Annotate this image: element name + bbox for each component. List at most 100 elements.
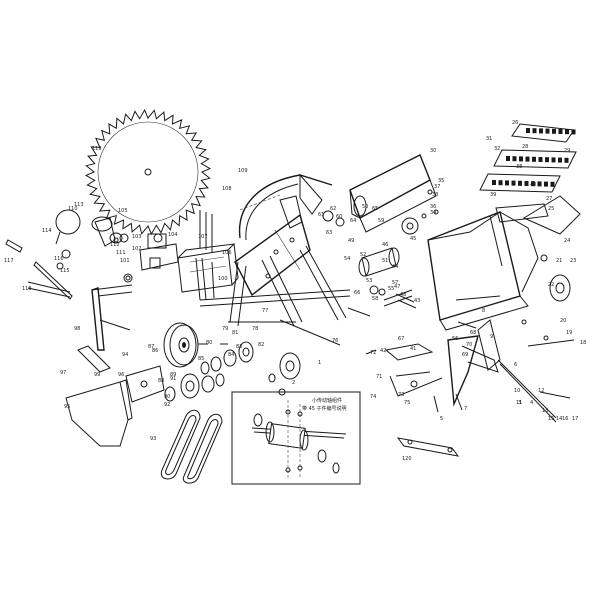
callout-93: 93 <box>150 436 156 442</box>
guard-slot <box>544 181 548 187</box>
callout-48: 48 <box>400 292 406 298</box>
callout-117: 117 <box>4 258 14 264</box>
guard-slot <box>512 156 517 162</box>
callout-54: 54 <box>344 256 350 262</box>
callout-20: 20 <box>560 318 566 324</box>
callout-96: 96 <box>118 372 124 378</box>
callout-66: 66 <box>354 290 360 296</box>
callout-44: 44 <box>392 264 398 270</box>
callout-81: 81 <box>232 330 238 336</box>
callout-11: 11 <box>516 400 522 406</box>
guard-slot <box>525 156 530 162</box>
callout-106: 106 <box>222 250 232 256</box>
callout-100: 100 <box>218 276 228 282</box>
guard-slot <box>506 156 510 161</box>
callout-111: 111 <box>116 250 126 256</box>
callout-32: 32 <box>494 146 500 152</box>
callout-17: 17 <box>572 416 578 422</box>
callout-112: 112 <box>110 242 120 248</box>
callout-34: 34 <box>430 210 436 216</box>
callout-119: 119 <box>92 146 102 152</box>
callout-114: 114 <box>42 228 52 234</box>
callout-80: 80 <box>206 340 212 346</box>
callout-82: 82 <box>258 342 264 348</box>
callout-113: 113 <box>74 202 84 208</box>
callout-89: 89 <box>170 372 176 378</box>
callout-62: 62 <box>330 206 336 212</box>
v-belts <box>160 409 223 484</box>
callout-97: 97 <box>60 370 66 376</box>
callout-60: 60 <box>336 214 342 220</box>
inset-subtitle: 带 45 子件编号说明 <box>302 405 347 412</box>
callout-74: 74 <box>370 394 376 400</box>
callout-64: 64 <box>350 218 356 224</box>
guard-slot <box>550 181 555 187</box>
callout-19: 19 <box>566 330 572 336</box>
callout-42: 42 <box>380 348 386 354</box>
callout-99: 99 <box>94 372 100 378</box>
callout-9: 9 <box>490 334 493 340</box>
callout-90: 90 <box>164 394 170 400</box>
callout-49: 49 <box>348 238 354 244</box>
callout-52: 52 <box>360 252 366 258</box>
callout-71: 71 <box>376 374 382 380</box>
guard-slot <box>545 157 549 163</box>
gear-motor <box>358 247 417 309</box>
callout-40: 40 <box>530 182 536 188</box>
callout-77: 77 <box>262 308 268 314</box>
callout-46: 46 <box>382 242 388 248</box>
callout-14: 14 <box>556 416 562 422</box>
callout-10: 10 <box>514 388 520 394</box>
callout-16: 16 <box>562 416 568 422</box>
callout-79: 79 <box>222 326 228 332</box>
callout-78: 78 <box>252 326 258 332</box>
callout-73: 73 <box>398 392 404 398</box>
callout-85: 85 <box>198 356 204 362</box>
guard-slot <box>498 180 503 186</box>
callout-13: 13 <box>542 408 548 414</box>
callout-22: 22 <box>548 282 554 288</box>
guard-slot <box>511 180 516 186</box>
callout-1: 1 <box>318 360 321 366</box>
callout-92: 92 <box>164 402 170 408</box>
callout-47: 47 <box>394 284 400 290</box>
main-frame <box>199 213 351 346</box>
callout-38: 38 <box>516 164 522 170</box>
pulleys-and-wheels <box>163 322 301 402</box>
callout-61: 61 <box>318 212 324 218</box>
callout-35: 35 <box>438 178 444 184</box>
callout-18: 18 <box>580 340 586 346</box>
callout-95: 95 <box>64 404 70 410</box>
guard-slot <box>538 157 543 162</box>
motor <box>55 209 179 283</box>
guard-slot <box>526 128 530 133</box>
left-support-arm <box>5 239 133 373</box>
guard-slot <box>545 128 550 134</box>
guard-slot <box>551 157 556 163</box>
callout-50: 50 <box>362 204 368 210</box>
callout-15: 15 <box>548 416 554 422</box>
callout-76: 76 <box>332 338 338 344</box>
callout-116: 116 <box>54 256 64 262</box>
callout-31: 31 <box>486 136 492 142</box>
callout-86: 86 <box>152 348 158 354</box>
guard-slot <box>564 157 569 163</box>
belt-cover <box>65 365 165 447</box>
drive-motor-block <box>322 154 437 235</box>
right-legs <box>365 319 575 457</box>
callout-21: 21 <box>556 258 562 264</box>
callout-109: 109 <box>238 168 248 174</box>
guard-slot <box>552 128 556 134</box>
callout-107: 107 <box>198 234 208 240</box>
small-hardware <box>113 189 571 413</box>
guard-slot <box>531 181 535 187</box>
saw-blade <box>84 108 212 236</box>
guard-slot <box>524 181 529 186</box>
callout-30: 30 <box>430 148 436 154</box>
blade-guard <box>238 173 333 241</box>
inset-title: 小传动轴组件 <box>312 397 342 404</box>
callout-33: 33 <box>432 192 438 198</box>
callout-115: 115 <box>60 268 70 274</box>
callout-120: 120 <box>402 456 412 462</box>
